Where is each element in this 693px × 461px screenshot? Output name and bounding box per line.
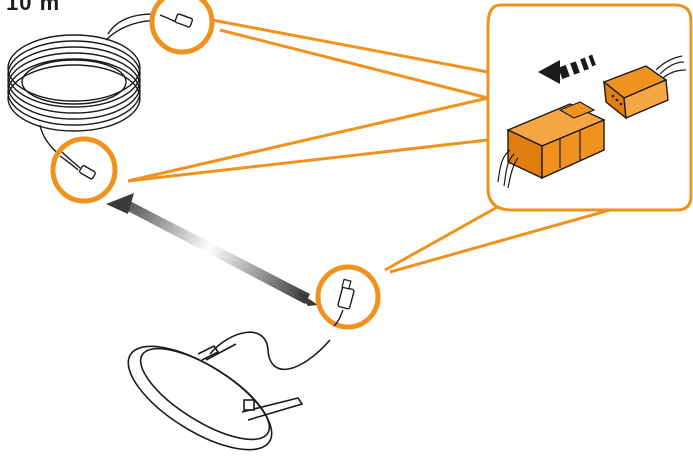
- callout-leader-lines: [127, 18, 611, 274]
- insert-direction-arrows: [538, 54, 596, 84]
- connector-plug-small: [602, 55, 687, 120]
- connector-callout-top: [149, 0, 215, 55]
- bidirectional-arrow-icon: [106, 193, 318, 306]
- connector-callout-light-end: [315, 264, 381, 330]
- light-fixture-icon: [127, 331, 331, 451]
- connector-detail-illustration: [497, 54, 687, 189]
- connector-socket-large: [497, 101, 606, 189]
- connector-callout-coil-end: [50, 136, 118, 204]
- cable-length-label: 10 m: [6, 0, 61, 15]
- cable-coil-icon: [7, 13, 179, 169]
